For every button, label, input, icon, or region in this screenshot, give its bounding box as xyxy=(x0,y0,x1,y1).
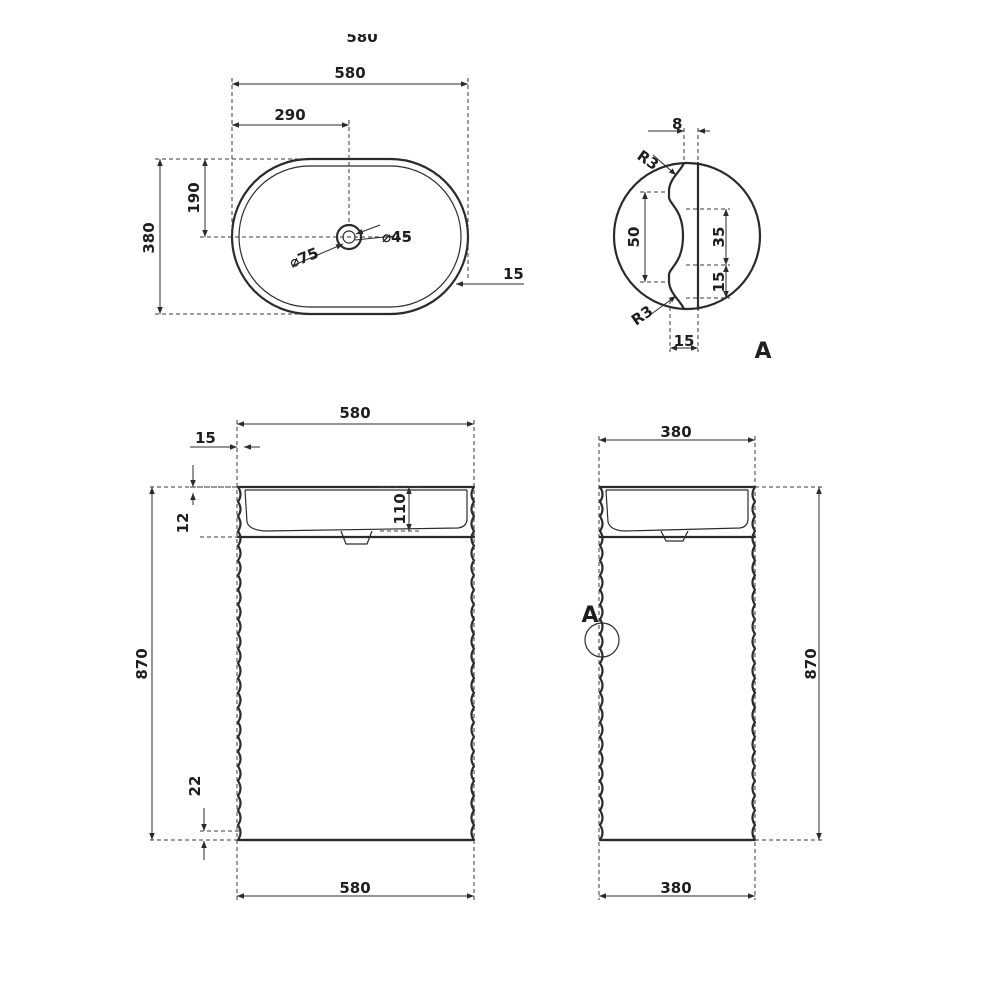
front-width-bottom: 580 xyxy=(339,879,370,897)
front-drain xyxy=(340,530,373,545)
top-view: 580 290 380 190 ⌀75 ⌀45 15 xyxy=(140,64,524,316)
front-height-dimension: 870 xyxy=(133,648,151,679)
groove-height-dimension: 50 xyxy=(625,227,643,248)
side-drain xyxy=(660,530,689,542)
side-width-bottom: 380 xyxy=(660,879,691,897)
side-divider xyxy=(598,535,757,842)
front-view: 580 15 110 12 870 22 580 xyxy=(133,404,476,900)
rim-height-dimension: 12 xyxy=(174,513,192,534)
front-wall-dimension: 15 xyxy=(195,429,216,447)
detail-a-marker-circle xyxy=(584,622,620,658)
front-divider xyxy=(236,535,476,842)
detail-a: 8 R3 R3 50 35 15 15 A xyxy=(612,115,772,364)
front-width-top: 580 xyxy=(339,404,370,422)
side-width-top: 380 xyxy=(660,423,691,441)
side-height-dimension: 870 xyxy=(802,648,820,679)
front-body-outline xyxy=(236,485,476,842)
drain-outer-diameter: ⌀75 xyxy=(287,244,321,272)
detail-label: A xyxy=(754,339,771,364)
wall-thickness-dimension: 15 xyxy=(674,332,695,350)
detail-a-marker-label: A xyxy=(581,603,598,628)
clipped-top-dimension: 580 xyxy=(346,28,377,46)
front-basin-line xyxy=(244,489,468,532)
drain-inner-diameter: ⌀45 xyxy=(382,228,412,246)
detail-wall-profile xyxy=(667,161,686,311)
side-view: A 380 870 380 xyxy=(581,423,822,900)
groove-depth-dimension: 15 xyxy=(710,272,728,293)
length-dimension: 580 xyxy=(334,64,365,82)
side-basin-line xyxy=(605,489,749,532)
base-height-dimension: 22 xyxy=(186,776,204,797)
side-body-outline xyxy=(598,485,757,842)
drain-offset-dimension: 190 xyxy=(185,182,203,213)
groove-pitch-dimension: 35 xyxy=(710,227,728,248)
radius-bottom-label: R3 xyxy=(628,302,656,329)
detail-circle xyxy=(612,161,762,311)
width-dimension: 380 xyxy=(140,222,158,253)
rim-dimension: 15 xyxy=(503,265,524,283)
basin-depth-dimension: 110 xyxy=(391,493,409,524)
top-thickness-dimension: 8 xyxy=(672,115,682,133)
half-length-dimension: 290 xyxy=(274,106,305,124)
